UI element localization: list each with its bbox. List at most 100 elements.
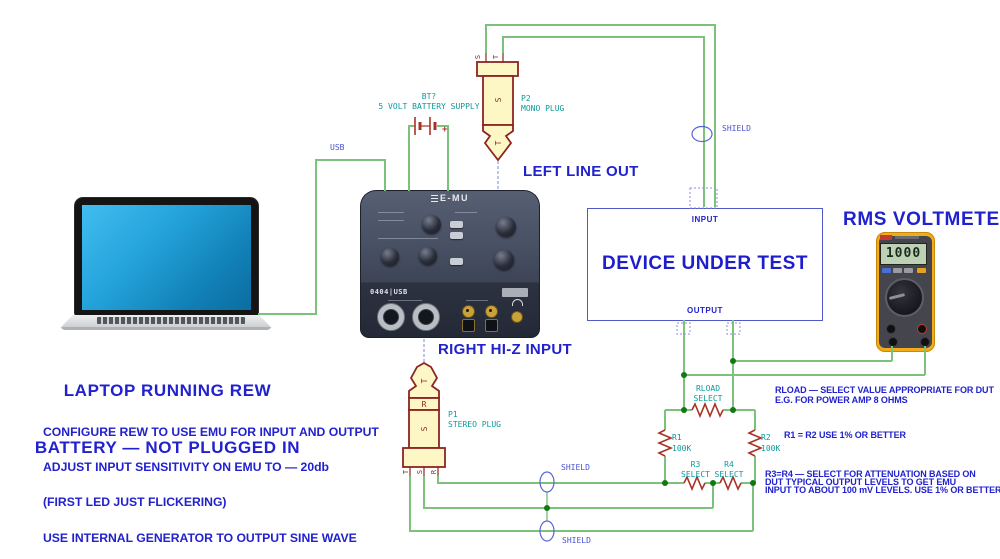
rms-voltmeter-title: RMS VOLTMETER bbox=[843, 209, 1000, 230]
instruction-line: USE INTERNAL GENERATOR TO OUTPUT SINE WA… bbox=[43, 530, 357, 545]
emu-panel-marking bbox=[378, 238, 438, 239]
p2-value: MONO PLUG bbox=[521, 104, 565, 113]
laptop-screen bbox=[82, 205, 251, 310]
instruction-line: CONFIGURE REW TO USE EMU FOR INPUT AND O… bbox=[43, 424, 379, 439]
battery-wire-left bbox=[408, 125, 415, 191]
svg-text:S: S bbox=[474, 55, 482, 59]
voltmeter-display: 1000 bbox=[880, 243, 927, 265]
laptop-caption-line1: LAPTOP RUNNING REW bbox=[63, 381, 272, 400]
svg-text:+: + bbox=[442, 125, 448, 135]
svg-text:S: S bbox=[420, 426, 429, 431]
p2-tip-wire bbox=[502, 36, 705, 207]
voltmeter-jack bbox=[920, 337, 930, 347]
voltmeter-wire-1 bbox=[733, 346, 893, 362]
svg-text:S: S bbox=[494, 97, 503, 102]
svg-text:T: T bbox=[420, 378, 429, 383]
p1-plug-symbol bbox=[402, 361, 446, 468]
emu-button bbox=[450, 232, 463, 239]
laptop bbox=[58, 196, 278, 336]
note-rload-line1: RLOAD — SELECT VALUE APPROPRIATE FOR DUT bbox=[775, 385, 994, 395]
emu-panel-marking bbox=[388, 300, 422, 301]
emu-model-text: 0404|USB bbox=[370, 288, 408, 296]
voltmeter-jack bbox=[888, 337, 898, 347]
shield-label-top: SHIELD bbox=[722, 124, 751, 133]
voltmeter-model-strip bbox=[895, 236, 919, 239]
voltmeter-button bbox=[893, 268, 902, 273]
usb-label: USB bbox=[330, 143, 345, 152]
emu-logo: E-MU bbox=[360, 193, 540, 203]
r2-value: 100K bbox=[761, 444, 781, 453]
rload-value: SELECT bbox=[693, 394, 723, 403]
headphone-icon bbox=[512, 299, 523, 306]
p1-value: STEREO PLUG bbox=[448, 420, 501, 429]
r2-ref: R2 bbox=[761, 433, 771, 442]
right-hiz-input-label: RIGHT HI-Z INPUT bbox=[438, 341, 572, 358]
dut-output-label: OUTPUT bbox=[687, 306, 723, 315]
shield-label-bottom: SHIELD bbox=[562, 536, 591, 545]
p1-tip-wire bbox=[409, 476, 754, 532]
r1-resistor bbox=[656, 429, 674, 457]
instruction-line: ADJUST INPUT SENSITIVITY ON EMU TO — 20d… bbox=[43, 459, 329, 474]
laptop-front-edge bbox=[62, 327, 270, 330]
r4-value: SELECT bbox=[714, 470, 744, 479]
emu-panel-marking bbox=[378, 212, 404, 213]
p1-ref: P1 bbox=[448, 410, 458, 419]
emu-panel-marking bbox=[455, 212, 477, 213]
p1-sleeve-wire bbox=[423, 476, 714, 509]
battery-symbol: + bbox=[414, 117, 448, 135]
dut-input-label: INPUT bbox=[691, 215, 719, 224]
svg-text:S: S bbox=[416, 470, 424, 474]
voltmeter-jack bbox=[886, 324, 896, 334]
laptop-caption-line2: BATTERY — NOT PLUGGED IN bbox=[34, 438, 301, 457]
r3-value: SELECT bbox=[681, 470, 710, 479]
voltmeter-button bbox=[882, 268, 891, 273]
voltmeter-brand-badge bbox=[880, 235, 892, 240]
emu-button bbox=[450, 258, 463, 265]
emu-knob bbox=[422, 215, 441, 234]
instructions-block: CONFIGURE REW TO USE EMU FOR INPUT AND O… bbox=[43, 403, 396, 559]
r3-ref: R3 bbox=[690, 460, 701, 469]
note-r3r4-line1: R3=R4 — SELECT FOR ATTENUATION BASED ON bbox=[765, 469, 976, 479]
emu-input-jack-right bbox=[412, 303, 440, 331]
junction-dots bbox=[544, 358, 756, 511]
emu-logo-icon bbox=[431, 195, 438, 202]
voltmeter-jack-red bbox=[917, 324, 927, 334]
note-r3r4-line3: INPUT TO ABOUT 100 mV LEVELS. USE 1% OR … bbox=[765, 485, 1000, 495]
battery-value: 5 VOLT BATTERY SUPPLY bbox=[378, 102, 480, 111]
r2-resistor bbox=[746, 429, 764, 457]
svg-text:T: T bbox=[494, 140, 503, 145]
left-line-out-label: LEFT LINE OUT bbox=[523, 163, 639, 180]
r1-value: 100K bbox=[672, 444, 692, 453]
emu-button bbox=[450, 221, 463, 228]
note-r3r4-line2: DUT TYPICAL OUTPUT LEVELS TO GET EMU bbox=[765, 477, 957, 487]
note-r1r2: R1 = R2 USE 1% OR BETTER bbox=[784, 430, 906, 440]
emu-knob bbox=[494, 250, 514, 270]
voltmeter-dial bbox=[885, 278, 924, 317]
p2-ref: P2 bbox=[521, 94, 531, 103]
device-under-test-box: INPUT DEVICE UNDER TEST OUTPUT bbox=[587, 208, 823, 321]
r1-ref: R1 bbox=[672, 433, 682, 442]
rms-voltmeter: 1000 bbox=[876, 232, 935, 352]
laptop-keyboard bbox=[97, 317, 245, 324]
svg-text:R: R bbox=[422, 400, 427, 409]
shield-label-mid: SHIELD bbox=[561, 463, 590, 472]
voltmeter-button bbox=[904, 268, 913, 273]
emu-spdif-rca-jack bbox=[462, 305, 475, 318]
emu-knob bbox=[419, 247, 437, 265]
svg-text:T: T bbox=[492, 54, 500, 59]
voltmeter-button bbox=[917, 268, 926, 273]
note-rload-line2: E.G. FOR POWER AMP 8 OHMS bbox=[775, 395, 908, 405]
rload-resistor bbox=[691, 401, 724, 419]
emu-front-badge bbox=[502, 288, 528, 297]
emu-knob bbox=[381, 248, 399, 266]
emu-headphone-jack bbox=[511, 311, 523, 323]
voltmeter-dial-pointer bbox=[888, 293, 906, 300]
emu-knob bbox=[496, 217, 516, 237]
battery-wire-right bbox=[437, 125, 449, 191]
emu-optical-jack bbox=[462, 319, 475, 332]
instruction-line: (FIRST LED JUST FLICKERING) bbox=[43, 495, 227, 510]
emu-interface: E-MU 0404|USB bbox=[360, 190, 540, 338]
svg-text:T: T bbox=[402, 469, 410, 474]
battery-ref: BT? bbox=[421, 92, 437, 101]
